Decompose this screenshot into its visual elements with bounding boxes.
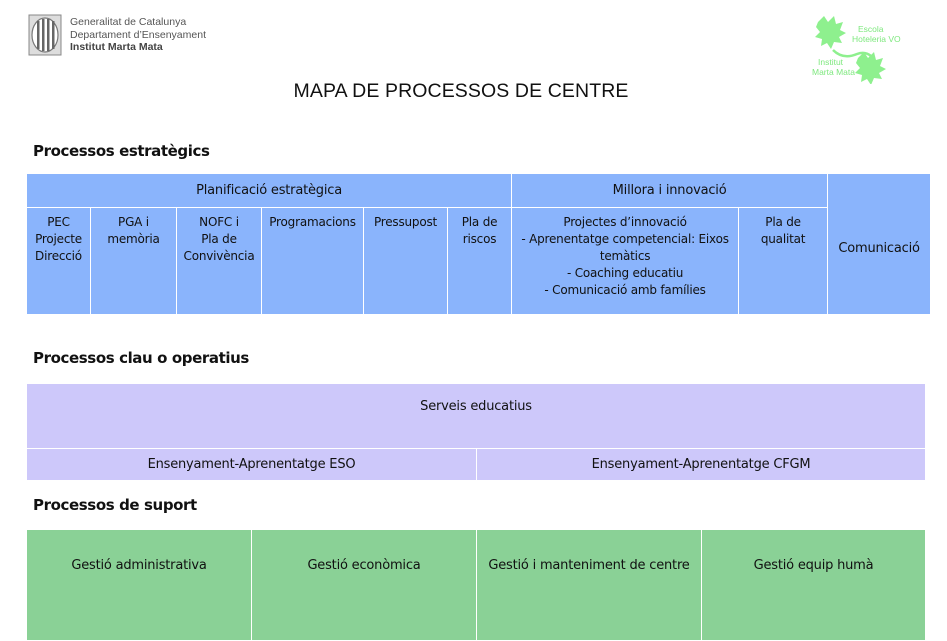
logo-text-hoteleria: Hoteleria VO [852,34,901,44]
process-serveis-educatius: Serveis educatius [25,383,927,449]
school-logo-icon: Escola Hoteleria VO Institut Marta Mata [812,16,901,84]
process-gestio-administrativa: Gestió administrativa [26,529,252,641]
org-line-institute: Institut Marta Mata [70,41,163,53]
process-pec: PEC Projecte Direcció [26,207,91,315]
strategic-processes-table: Planificació estratègica Millora i innov… [25,173,932,315]
page-title: MAPA DE PROCESSOS DE CENTRE [293,80,629,102]
group-planificacio: Planificació estratègica [25,173,513,208]
process-gestio-manteniment: Gestió i manteniment de centre [476,529,702,641]
operational-processes-table: Serveis educatius Ensenyament-Aprenentat… [25,383,927,481]
generalitat-logo-icon [28,14,62,56]
org-line-generalitat: Generalitat de Catalunya [70,16,187,28]
process-programacions: Programacions [261,207,364,315]
group-comunicacio: Comunicació [827,173,932,315]
section-title-strategic: Processos estratègics [33,142,210,160]
process-ea-eso: Ensenyament-Aprenentatge ESO [26,448,477,481]
process-gestio-economica: Gestió econòmica [251,529,477,641]
logo-text-escola: Escola [858,24,884,34]
support-processes-table: Gestió administrativa Gestió econòmica G… [26,529,926,641]
process-nofc: NOFC i Pla de Convivència [176,207,262,315]
section-title-operational: Processos clau o operatius [33,349,249,367]
process-pressupost: Pressupost [363,207,448,315]
logo-text-institut: Institut [818,57,844,67]
process-pla-qualitat: Pla de qualitat [738,207,829,315]
section-title-support: Processos de suport [33,496,197,514]
org-line-department: Departament d’Ensenyament [70,28,206,41]
process-projectes-innovacio: Projectes d’innovació - Aprenentatge com… [511,207,740,315]
logo-text-marta-mata: Marta Mata [812,67,855,77]
institution-header: Generalitat de Catalunya Departament d’E… [28,14,206,56]
process-ea-cfgm: Ensenyament-Aprenentatge CFGM [475,448,927,481]
group-millora: Millora i innovació [511,173,829,208]
process-pla-riscos: Pla de riscos [446,207,513,315]
process-pga: PGA i memòria [90,207,177,315]
process-gestio-equip-huma: Gestió equip humà [701,529,926,641]
